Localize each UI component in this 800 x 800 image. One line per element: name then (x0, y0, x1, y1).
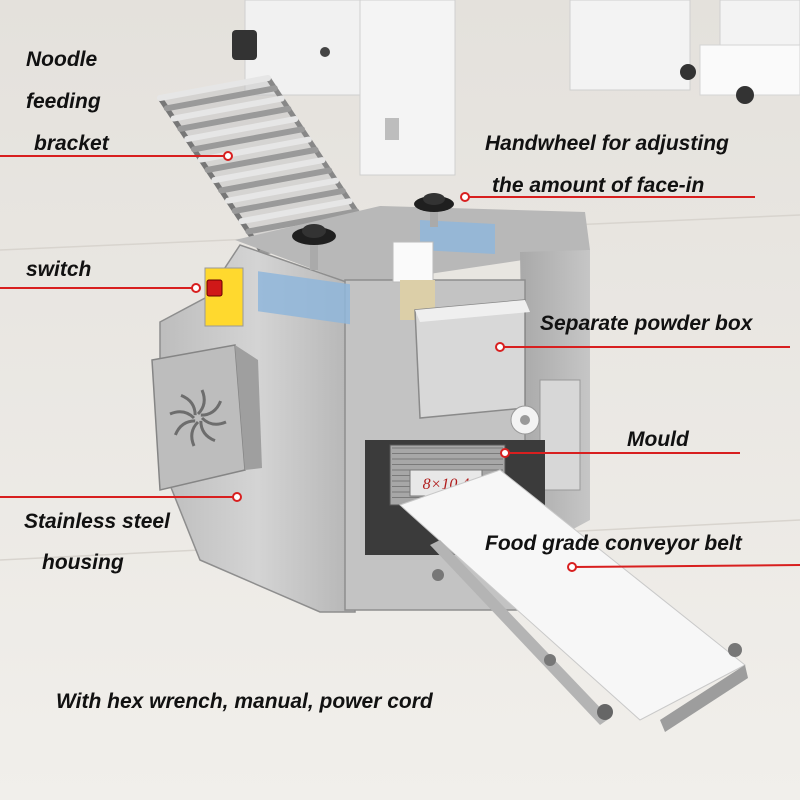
vent-blade (169, 410, 196, 420)
adjust-plate-right (420, 220, 495, 254)
vent-blade (199, 420, 216, 443)
noodle-feeding-bracket (157, 75, 373, 255)
label-switch: switch (26, 258, 92, 281)
label-housing-line2: housing (42, 551, 124, 574)
background-machine-right (569, 0, 800, 104)
roller (177, 105, 292, 132)
label-handwheel-line2: the amount of face-in (492, 174, 705, 197)
vent-blade (200, 400, 223, 417)
label-noodle-feeding-bracket-line3: bracket (34, 132, 109, 155)
side-window (539, 379, 581, 491)
vent-blade (180, 393, 197, 416)
roller (211, 157, 326, 184)
gear (510, 405, 540, 435)
vent-box (151, 344, 262, 491)
label-accessories: With hex wrench, manual, power cord (56, 690, 433, 713)
vent-blade (200, 416, 227, 426)
label-conveyor-belt: Food grade conveyor belt (485, 532, 742, 555)
leader-line-conveyor (571, 564, 800, 568)
switch-panel (204, 267, 244, 327)
vent-blade (173, 419, 196, 436)
label-separate-powder-box: Separate powder box (540, 312, 753, 335)
roller (170, 95, 285, 122)
food-grade-conveyor-belt (399, 469, 748, 732)
roller (238, 198, 353, 225)
label-handwheel-line1: Handwheel for adjusting (485, 132, 729, 155)
roller (231, 187, 346, 214)
roller (184, 116, 299, 143)
powder-box-lip (415, 300, 530, 322)
roller (157, 75, 271, 101)
vent-blade (196, 389, 206, 416)
adjust-plate-left (258, 271, 350, 325)
label-noodle-feeding-bracket-line2: feeding (26, 90, 101, 113)
handwheel-knob-right (414, 193, 454, 227)
roller (191, 126, 305, 153)
label-noodle-feeding-bracket-line1: Noodle (26, 48, 98, 71)
power-switch (206, 279, 223, 297)
roller (204, 146, 319, 173)
label-housing-line1: Stainless steel (24, 510, 170, 533)
roller (245, 208, 360, 235)
handwheel-knob-left (292, 224, 336, 270)
vent-blade (190, 420, 200, 447)
roller (218, 167, 333, 194)
label-mould: Mould (627, 428, 689, 451)
leader-lines (0, 151, 800, 572)
dough-press-block (392, 241, 434, 283)
roller (225, 177, 339, 204)
background-machine-left (232, 0, 456, 176)
roller (163, 85, 278, 112)
